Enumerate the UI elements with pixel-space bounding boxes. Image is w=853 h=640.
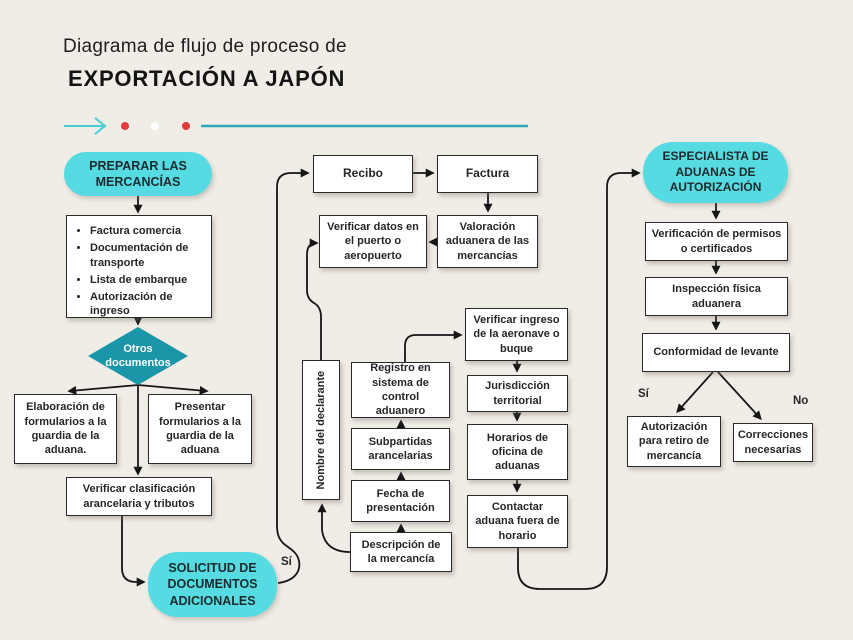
node-verificar-datos-puerto: Verificar datos en el puerto o aeropuert… [319, 215, 427, 268]
node-verificar-ingreso: Verificar ingreso de la aeronave o buque [465, 308, 568, 361]
node-label: Verificar datos en el puerto o aeropuert… [327, 221, 419, 262]
node-label: Fecha de presentación [366, 487, 435, 514]
node-label: Inspección física aduanera [672, 283, 761, 310]
node-preparar-mercancias: PREPARAR LAS MERCANCÍAS [64, 152, 212, 196]
node-label: PREPARAR LAS MERCANCÍAS [89, 158, 187, 189]
checklist-item: Factura comercia [90, 224, 207, 238]
node-especialista-aduanas: ESPECIALISTA DE ADUANAS DE AUTORIZACIÓN [643, 142, 788, 203]
checklist-item: Documentación de transporte [90, 241, 207, 270]
node-label: Correcciones necesarias [737, 429, 809, 456]
node-label: Registro en sistema de control aduanero [370, 362, 431, 418]
node-label: SOLICITUD DE DOCUMENTOS ADICIONALES [167, 561, 258, 608]
right-arrow-icon [64, 117, 107, 135]
node-label: Elaboración de formularios a la guardia … [24, 401, 107, 457]
node-subpartidas-arancelarias: Subpartidas arancelarias [351, 428, 450, 470]
node-label: Recibo [342, 166, 383, 181]
page-title: EXPORTACIÓN A JAPÓN [68, 66, 346, 91]
checklist-item: Autorización de ingreso [90, 290, 207, 319]
node-recibo: Recibo [313, 155, 413, 193]
checklist: Factura comercia Documentación de transp… [75, 224, 207, 322]
edge-label-si: Sí [281, 556, 292, 568]
node-label: Valoración aduanera de las mercancías [445, 221, 530, 262]
node-verificacion-permisos: Verificación de permisos o certificados [645, 222, 788, 261]
node-jurisdiccion-territorial: Jurisdicción territorial [467, 375, 568, 412]
node-label: Contactar aduana fuera de horario [475, 501, 560, 542]
node-factura: Factura [437, 155, 538, 193]
node-horarios-oficina: Horarios de oficina de aduanas [467, 424, 568, 480]
node-descripcion-mercancia: Descripción de la mercancía [350, 532, 452, 572]
node-label: Jurisdicción territorial [485, 380, 550, 407]
node-nombre-declarante: Nombre del declarante [302, 360, 340, 500]
node-label: Horarios de oficina de aduanas [486, 431, 549, 473]
node-inspeccion-fisica: Inspección física aduanera [645, 277, 788, 316]
white-dot-icon [151, 122, 159, 130]
node-label: Subpartidas arancelarias [368, 435, 433, 462]
node-label: ESPECIALISTA DE ADUANAS DE AUTORIZACIÓN [662, 149, 769, 195]
node-label: Conformidad de levante [653, 346, 779, 359]
checklist-item: Lista de embarque [90, 273, 207, 287]
red-dot-icon [182, 122, 190, 130]
node-verificar-clasificacion: Verificar clasificación arancelaria y tr… [66, 477, 212, 516]
node-fecha-presentacion: Fecha de presentación [351, 480, 450, 522]
node-solicitud-documentos: SOLICITUD DE DOCUMENTOS ADICIONALES [148, 552, 277, 617]
red-dot-icon [121, 122, 129, 130]
page-subtitle: Diagrama de flujo de proceso de [63, 36, 347, 57]
edge-label-si: Sí [638, 388, 649, 400]
node-label: Verificar ingreso de la aeronave o buque [473, 314, 560, 355]
node-contactar-aduana: Contactar aduana fuera de horario [467, 495, 568, 548]
node-label: Verificar clasificación arancelaria y tr… [82, 483, 196, 510]
node-valoracion-aduanera: Valoración aduanera de las mercancías [437, 215, 538, 268]
header-decoration [64, 117, 528, 135]
node-label: Nombre del declarante [314, 370, 327, 490]
node-document-checklist: Factura comercia Documentación de transp… [66, 215, 212, 318]
node-label: Descripción de la mercancía [361, 538, 441, 565]
node-label: Factura [465, 166, 510, 181]
node-conformidad-levante: Conformidad de levante [642, 333, 790, 372]
node-elaboracion-formularios: Elaboración de formularios a la guardia … [14, 394, 117, 464]
node-label: Verificación de permisos o certificados [651, 228, 782, 255]
node-label: Presentar formularios a la guardia de la… [159, 401, 241, 457]
node-presentar-formularios: Presentar formularios a la guardia de la… [148, 394, 252, 464]
node-label: Otros documentos [105, 342, 171, 369]
node-autorizacion-retiro: Autorización para retiro de mercancía [627, 416, 721, 467]
edge-label-no: No [793, 395, 809, 407]
node-label: Autorización para retiro de mercancía [638, 421, 710, 462]
node-registro-sistema: Registro en sistema de control aduanero [351, 362, 450, 418]
node-correcciones-necesarias: Correcciones necesarias [733, 423, 813, 462]
